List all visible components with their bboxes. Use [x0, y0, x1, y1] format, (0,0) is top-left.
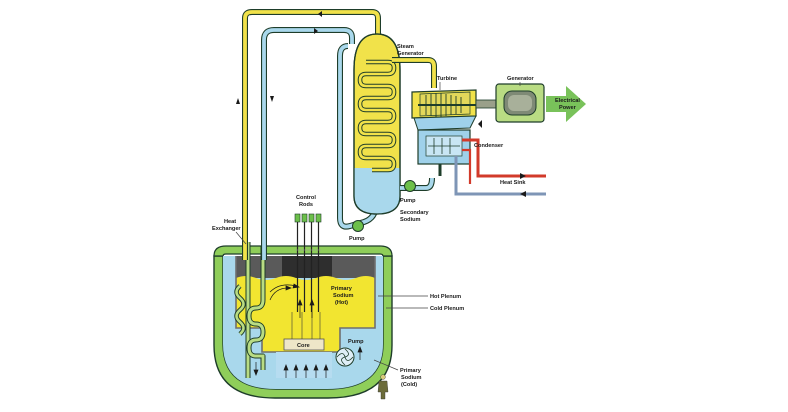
label-turbine: Turbine [437, 76, 457, 82]
label-primary-sodium-cold-2: Sodium [401, 375, 422, 381]
human-scale-figure [377, 374, 389, 400]
primary-flow-arrows [253, 283, 363, 378]
label-control-rods-2: Rods [299, 202, 313, 208]
flow-arrow-inner-top [314, 28, 318, 34]
label-generator: Generator [507, 76, 535, 82]
vessel-top-rim [213, 245, 393, 257]
label-primary-sodium-cold-1: Primary [400, 368, 422, 374]
feedwater-pump [404, 180, 416, 192]
electrical-power-line2: Power [559, 105, 577, 111]
secondary-loop [236, 9, 381, 260]
label-heat-exchanger-1: Heat [224, 219, 236, 225]
intermediate-heat-exchanger [234, 242, 266, 378]
control-rod-assembly [294, 213, 322, 312]
label-heat-sink: Heat Sink [500, 180, 526, 186]
flow-arrow-left-up [236, 98, 240, 104]
primary-pump [335, 347, 355, 367]
core-block [283, 338, 325, 351]
steam-line [392, 57, 437, 192]
reactor-vessel: Core [213, 213, 393, 399]
label-hot-plenum: Hot Plenum [430, 294, 461, 300]
label-steam-generator-2: Generator [397, 51, 425, 57]
electrical-power-line1: Electrical [555, 98, 580, 104]
label-primary-sodium-hot-2: Sodium [333, 293, 354, 299]
label-secondary-sodium-1: Secondary [400, 210, 429, 216]
electrical-power-arrow: Electrical Power [546, 86, 586, 122]
label-condenser: Condenser [474, 143, 504, 149]
label-primary-sodium-hot-3: (Hot) [335, 300, 348, 306]
label-steam-generator-1: Steam [397, 44, 414, 50]
cover-gas-dark [282, 256, 332, 278]
generator [495, 83, 545, 123]
label-secondary-sodium-2: Sodium [400, 217, 421, 223]
flow-arrow-left-down [270, 96, 274, 102]
label-primary-sodium-hot-1: Primary [331, 286, 353, 292]
turbine [411, 89, 501, 119]
steam-generator [353, 33, 401, 215]
label-control-rods-1: Control [296, 195, 316, 201]
core-label: Core [297, 343, 310, 349]
labels: Steam Generator Turbine Generator Conden… [212, 44, 535, 388]
hot-plenum-pool [236, 276, 375, 352]
label-pump-primary: Pump [348, 339, 364, 345]
label-cold-plenum: Cold Plenum [430, 306, 464, 312]
label-pump-secondary: Pump [400, 198, 416, 204]
core-support [276, 352, 332, 378]
secondary-pump-lower [352, 220, 364, 232]
label-primary-sodium-cold-3: (Cold) [401, 382, 417, 388]
flow-arrow-top [318, 11, 322, 17]
label-pump-main: Pump [349, 236, 365, 242]
condenser [413, 115, 546, 197]
label-heat-exchanger-2: Exchanger [212, 226, 241, 232]
